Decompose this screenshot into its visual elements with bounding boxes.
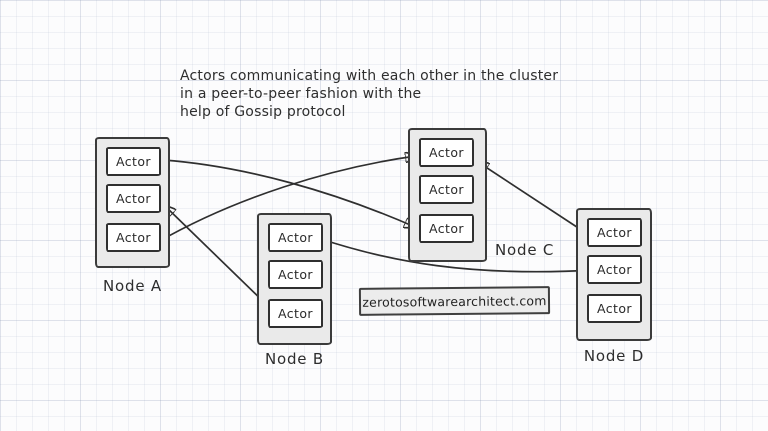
node-d-label: Node D	[583, 347, 645, 365]
node-b-actor-2: Actor	[268, 260, 323, 289]
arrow-node-d1-to-node-c1	[478, 162, 590, 236]
node-a-actor-1: Actor	[106, 147, 161, 176]
caption-line-1: Actors communicating with each other in …	[180, 68, 559, 84]
node-a-label: Node A	[103, 277, 162, 295]
node-a: Actor Actor Actor	[95, 137, 170, 268]
node-d-actor-1: Actor	[587, 218, 642, 247]
node-c-actor-1: Actor	[419, 138, 474, 167]
node-a-actor-3: Actor	[106, 223, 161, 252]
caption-line-3: help of Gossip protocol	[180, 104, 346, 120]
diagram-caption: Actors communicating with each other in …	[180, 67, 558, 121]
node-b-actor-3: Actor	[268, 299, 323, 328]
caption-line-2: in a peer-to-peer fashion with the	[180, 86, 422, 102]
node-a-actor-2: Actor	[106, 184, 161, 213]
node-c-actor-2: Actor	[419, 175, 474, 204]
node-c: Actor Actor Actor	[408, 128, 487, 262]
arrow-node-b3-to-node-a2	[165, 206, 271, 309]
node-b-label: Node B	[264, 350, 324, 368]
node-d-actor-2: Actor	[587, 255, 642, 284]
node-b: Actor Actor Actor	[257, 213, 332, 345]
watermark-badge: zerotosoftwarearchitect.com	[358, 286, 551, 316]
node-c-label: Node C	[495, 241, 555, 259]
node-d: Actor Actor Actor	[576, 208, 652, 341]
node-d-actor-3: Actor	[587, 294, 642, 323]
node-b-actor-1: Actor	[268, 223, 323, 252]
node-c-actor-3: Actor	[419, 214, 474, 243]
watermark-text: zerotosoftwarearchitect.com	[362, 292, 547, 310]
